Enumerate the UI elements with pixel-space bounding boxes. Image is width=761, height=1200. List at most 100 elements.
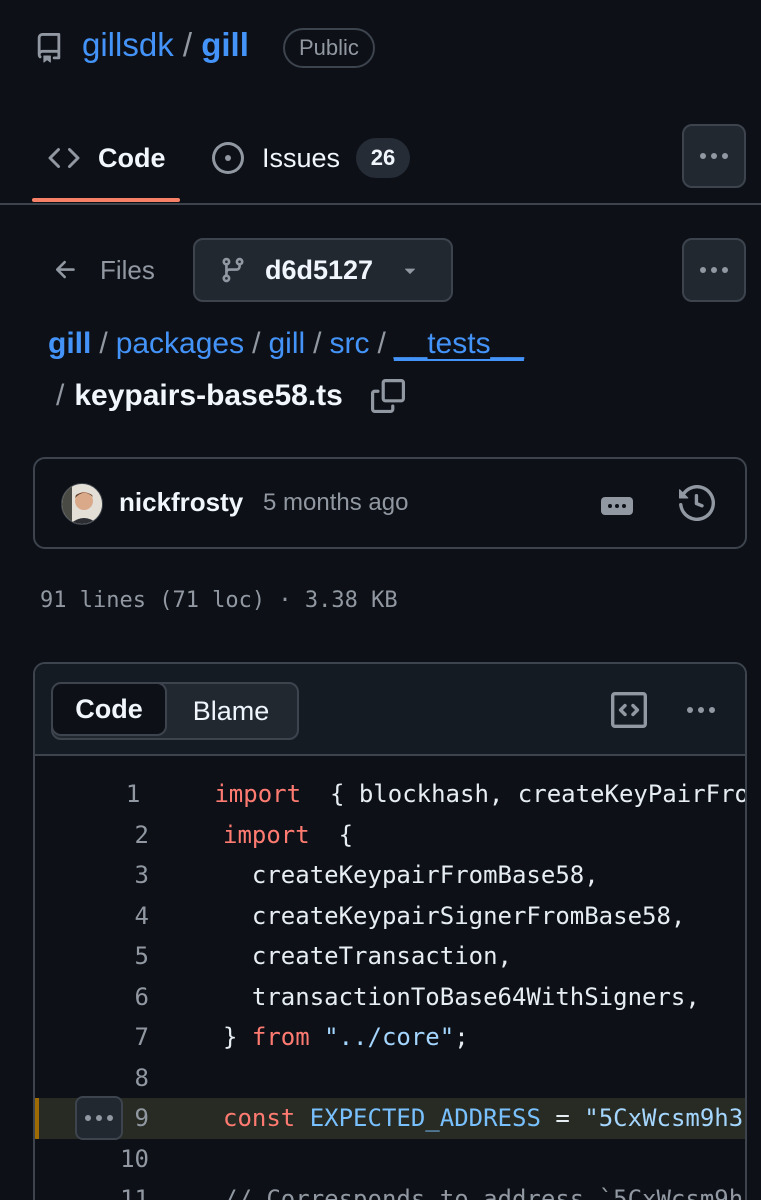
branch-label: d6d5127 <box>265 254 374 285</box>
kebab-horizontal-icon[interactable] <box>687 707 715 713</box>
tabs-divider <box>0 203 761 205</box>
code-token: = <box>540 1104 585 1133</box>
code-token: createKeypairFromBase58, <box>223 861 599 890</box>
code-token: { blockhash, createKeyPairFro <box>301 780 747 809</box>
line-number[interactable]: 10 <box>120 1144 149 1173</box>
breadcrumb-separator: / <box>313 327 322 360</box>
commit-message-expand-button[interactable] <box>601 497 633 515</box>
code-token: transactionToBase64WithSigners, <box>223 982 700 1011</box>
commit-author-link[interactable]: nickfrosty <box>119 487 244 517</box>
commit-time: 5 months ago <box>263 489 409 516</box>
back-to-files-link[interactable]: Files <box>52 250 155 290</box>
code-line[interactable]: 8 <box>35 1058 745 1099</box>
code-text: createKeypairSignerFromBase58, <box>223 902 685 930</box>
code-token: import <box>214 780 302 809</box>
code-text: import { blockhash, createKeyPairFro <box>214 780 747 809</box>
code-lines: 1 import { blockhash, createKeyPairFro 2 im… <box>35 774 747 1200</box>
code-icon <box>48 142 80 174</box>
view-mode-segmented-control: Code Blame <box>51 682 299 740</box>
code-line[interactable]: 6 transactionToBase64WithSigners, <box>35 977 745 1018</box>
kebab-horizontal-icon <box>700 153 728 159</box>
file-meta: 91 lines (71 loc) · 3.38 KB <box>40 588 398 613</box>
repo-title: gillsdk / gill <box>82 26 249 64</box>
repo-more-button[interactable] <box>682 124 746 188</box>
code-token: from <box>251 1023 310 1052</box>
code-line[interactable]: 2 import { <box>35 815 745 856</box>
code-token: EXPECTED_ADDRESS <box>309 1104 541 1133</box>
code-text: } from "../core"; <box>223 1023 469 1051</box>
repo-title-separator: / <box>182 26 193 63</box>
code-token: { <box>309 820 354 849</box>
code-line[interactable]: 10 <box>35 1139 745 1180</box>
code-line[interactable]: 11 // Corresponds to address `5CxWcsm9h <box>35 1179 745 1200</box>
code-text: createTransaction, <box>223 942 512 970</box>
breadcrumb-link-src[interactable]: src <box>329 327 370 360</box>
history-icon[interactable] <box>679 484 716 526</box>
code-view-button[interactable]: Code <box>53 684 167 736</box>
line-number[interactable]: 1 <box>125 780 141 809</box>
line-highlight-bar <box>35 1098 39 1139</box>
line-number[interactable]: 2 <box>134 820 149 849</box>
triangle-down-icon <box>399 259 421 281</box>
code-line[interactable]: 9 const EXPECTED_ADDRESS = "5CxWcsm9h3 <box>35 1096 745 1140</box>
avatar[interactable] <box>61 483 103 525</box>
line-number[interactable]: 4 <box>134 901 149 930</box>
code-line[interactable]: 5 createTransaction, <box>35 936 745 977</box>
code-text: transactionToBase64WithSigners, <box>223 983 700 1011</box>
tab-issues[interactable]: Issues 26 <box>212 130 411 186</box>
visibility-badge: Public <box>283 28 375 68</box>
branch-selector-button[interactable]: d6d5127 <box>193 238 453 302</box>
code-square-icon[interactable] <box>611 692 647 733</box>
line-menu-button[interactable] <box>75 1096 123 1140</box>
breadcrumb-link-packages[interactable]: packages <box>115 327 245 360</box>
code-token: "../core" <box>324 1023 455 1052</box>
line-number[interactable]: 7 <box>134 1023 149 1052</box>
arrow-left-icon <box>52 256 80 284</box>
tab-code[interactable]: Code <box>48 130 166 186</box>
line-number[interactable]: 6 <box>134 982 149 1011</box>
code-text: // Corresponds to address `5CxWcsm9h <box>223 1185 743 1200</box>
code-toolbar: Code Blame <box>35 664 745 756</box>
file-name: keypairs-base58.ts <box>74 379 343 412</box>
kebab-horizontal-icon <box>700 267 728 273</box>
repo-name-link[interactable]: gill <box>201 26 249 63</box>
breadcrumb-link-tests[interactable]: __tests__ <box>393 327 524 360</box>
file-nav-more-button[interactable] <box>682 238 746 302</box>
line-number[interactable]: 11 <box>120 1185 149 1200</box>
breadcrumb-separator: / <box>99 327 108 360</box>
tab-selected-underline <box>32 198 180 202</box>
code-token: createKeypairSignerFromBase58, <box>223 901 686 930</box>
tab-issues-label: Issues <box>262 142 341 173</box>
copy-icon[interactable] <box>370 379 405 413</box>
blame-view-button[interactable]: Blame <box>192 695 270 726</box>
code-token <box>310 1023 324 1051</box>
kebab-horizontal-icon <box>85 1115 113 1121</box>
code-line[interactable]: 7 } from "../core"; <box>35 1017 745 1058</box>
line-number[interactable]: 3 <box>134 861 149 890</box>
breadcrumb-separator: / <box>377 327 386 360</box>
line-number[interactable]: 9 <box>134 1104 149 1133</box>
files-label: Files <box>100 254 155 285</box>
file-path-row: / keypairs-base58.ts <box>56 374 405 418</box>
code-text: import { <box>223 821 353 849</box>
breadcrumb: gill/packages/gill/src/__tests__ <box>48 322 524 366</box>
code-line[interactable]: 1 import { blockhash, createKeyPairFro <box>35 774 747 815</box>
code-token: "5CxWcsm9h3 <box>584 1104 744 1133</box>
code-token: const <box>223 1104 296 1133</box>
code-text: createKeypairFromBase58, <box>223 861 599 889</box>
code-line[interactable]: 4 createKeypairSignerFromBase58, <box>35 896 745 937</box>
code-token: createTransaction, <box>223 942 512 971</box>
repo-icon <box>34 32 64 64</box>
code-token: // Corresponds to address `5CxWcsm9h <box>223 1185 744 1200</box>
line-number[interactable]: 5 <box>134 942 149 971</box>
code-line[interactable]: 3 createKeypairFromBase58, <box>35 855 745 896</box>
issues-count-badge: 26 <box>356 138 411 178</box>
breadcrumb-link-gill[interactable]: gill <box>268 327 306 360</box>
repo-owner-link[interactable]: gillsdk <box>82 26 174 63</box>
code-token: } <box>223 1023 252 1052</box>
line-number[interactable]: 8 <box>134 1063 149 1092</box>
breadcrumb-separator: / <box>56 379 65 412</box>
breadcrumb-link-root[interactable]: gill <box>48 327 92 360</box>
issue-opened-icon <box>212 142 244 174</box>
latest-commit-box: nickfrosty 5 months ago <box>33 457 747 549</box>
